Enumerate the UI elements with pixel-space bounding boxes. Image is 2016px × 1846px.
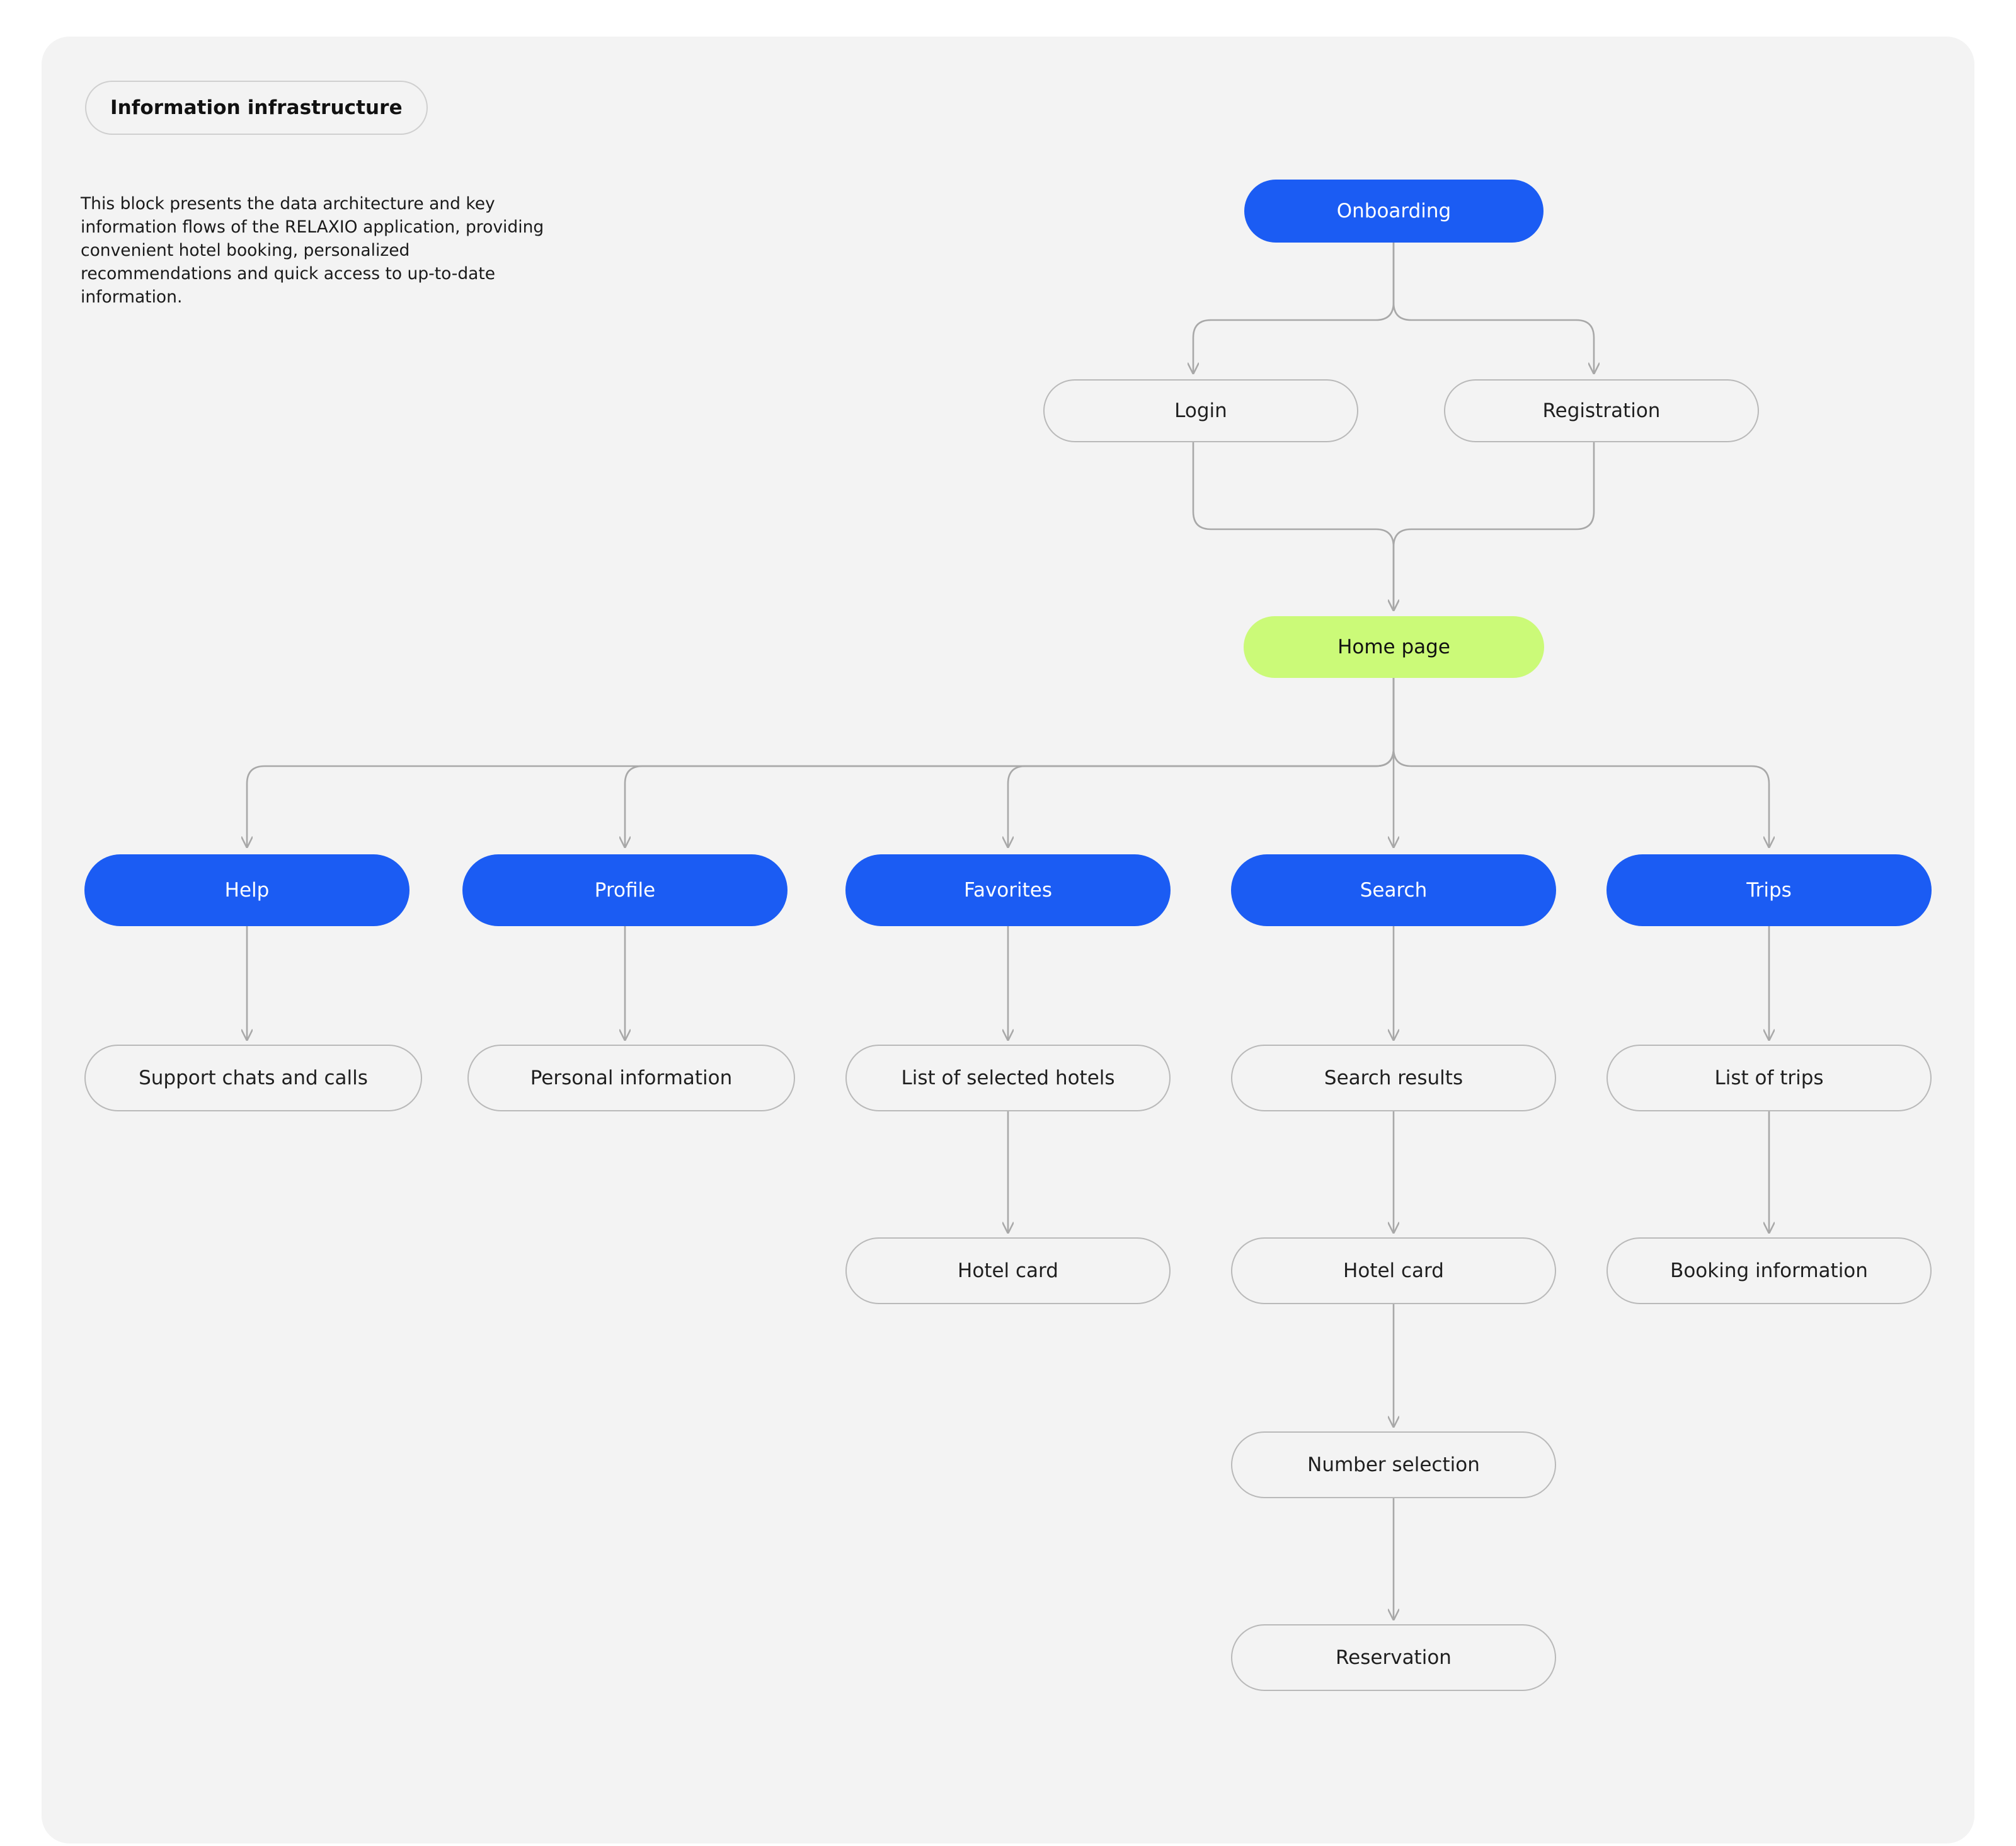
node-label: Hotel card (958, 1259, 1058, 1282)
node-label: List of selected hotels (901, 1066, 1115, 1089)
node-login[interactable]: Login (1043, 379, 1358, 442)
node-label: Favorites (963, 878, 1053, 902)
page-title-pill: Information infrastructure (85, 81, 428, 135)
node-label: Number selection (1307, 1453, 1480, 1476)
node-reservation[interactable]: Reservation (1231, 1624, 1556, 1691)
node-registration[interactable]: Registration (1444, 379, 1759, 442)
node-trips[interactable]: Trips (1606, 854, 1932, 926)
page-title: Information infrastructure (110, 96, 403, 119)
node-label: List of trips (1714, 1066, 1824, 1089)
node-help[interactable]: Help (84, 854, 410, 926)
node-home-page[interactable]: Home page (1244, 616, 1544, 678)
node-support-chats-and-calls[interactable]: Support chats and calls (84, 1045, 422, 1111)
node-list-of-trips[interactable]: List of trips (1606, 1045, 1932, 1111)
node-number-selection[interactable]: Number selection (1231, 1431, 1556, 1498)
node-label: Booking information (1670, 1259, 1868, 1282)
node-label: Login (1174, 399, 1227, 422)
node-favorites[interactable]: Favorites (845, 854, 1171, 926)
node-label: Search (1360, 878, 1428, 902)
node-label: Search results (1324, 1066, 1463, 1089)
node-search[interactable]: Search (1231, 854, 1556, 926)
board-description: This block presents the data architectur… (81, 193, 544, 307)
node-label: Support chats and calls (139, 1066, 368, 1089)
node-label: Help (224, 878, 270, 902)
node-label: Onboarding (1336, 199, 1452, 222)
node-label: Personal information (530, 1066, 733, 1089)
node-list-of-selected-hotels[interactable]: List of selected hotels (845, 1045, 1171, 1111)
node-hotel-card-favorites[interactable]: Hotel card (845, 1237, 1171, 1304)
node-label: Registration (1542, 399, 1661, 422)
node-search-results[interactable]: Search results (1231, 1045, 1556, 1111)
node-personal-information[interactable]: Personal information (467, 1045, 795, 1111)
node-label: Reservation (1336, 1646, 1452, 1669)
node-profile[interactable]: Profile (462, 854, 788, 926)
node-label: Profile (594, 878, 656, 902)
node-label: Trips (1746, 878, 1792, 902)
node-label: Hotel card (1343, 1259, 1444, 1282)
node-hotel-card-search[interactable]: Hotel card (1231, 1237, 1556, 1304)
node-onboarding[interactable]: Onboarding (1244, 180, 1544, 243)
node-label: Home page (1337, 635, 1450, 658)
node-booking-information[interactable]: Booking information (1606, 1237, 1932, 1304)
